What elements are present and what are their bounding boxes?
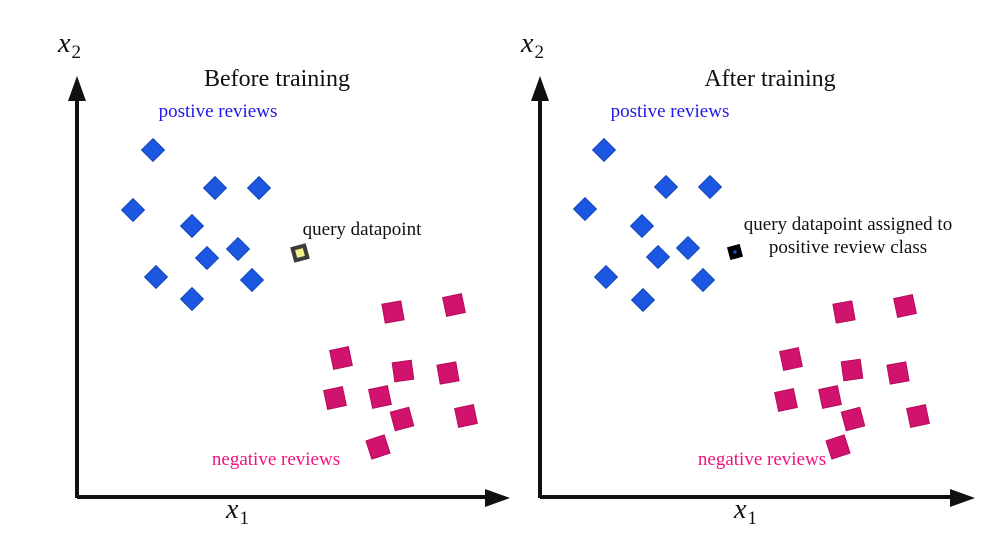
positive-point-marker	[593, 264, 619, 290]
negative-point-marker	[906, 404, 930, 428]
negative-point-marker	[840, 358, 864, 382]
x-axis-label-base: x	[734, 494, 747, 525]
query-label-line-2: positive review class	[768, 237, 928, 258]
y-axis-label: x2	[521, 28, 544, 63]
query-point-marker	[727, 244, 743, 260]
negative-point-marker	[893, 294, 917, 318]
y-axis-arrow-icon	[531, 76, 549, 101]
x-axis-label-base: x	[226, 494, 239, 525]
x-axis-line	[540, 495, 952, 499]
x-axis-label-subscript: 1	[239, 508, 249, 529]
y-axis-label-subscript: 2	[71, 42, 81, 63]
query-datapoint-label: query datapoint assigned to positive rev…	[744, 213, 952, 259]
panel-title: Before training	[204, 65, 350, 92]
positive-point-marker	[675, 235, 701, 261]
positive-cluster-label: postive reviews	[158, 101, 278, 122]
x-axis-label: x1	[226, 494, 249, 529]
y-axis-label: x2	[58, 28, 81, 63]
negative-point-marker	[774, 388, 798, 412]
x-axis-label: x1	[734, 494, 757, 529]
positive-point-marker	[572, 196, 598, 222]
x-axis-label-subscript: 1	[747, 508, 757, 529]
negative-point-marker	[818, 385, 842, 409]
y-axis-arrow-icon	[68, 76, 86, 101]
positive-point-marker	[630, 287, 656, 313]
negative-point-marker	[886, 361, 910, 385]
y-axis-label-base: x	[521, 28, 534, 59]
query-label-line-1: query datapoint	[302, 219, 422, 240]
negative-cluster-label: negative reviews	[211, 449, 341, 470]
x-axis-arrow-icon	[485, 488, 510, 507]
negative-point-marker	[779, 347, 803, 371]
positive-point-marker	[653, 174, 679, 200]
negative-point-marker	[825, 434, 851, 460]
query-label-line-1: query datapoint assigned to	[743, 214, 953, 235]
positive-point-marker	[690, 267, 716, 293]
positive-point-marker	[591, 137, 617, 163]
query-datapoint-label: query datapoint	[303, 218, 422, 241]
x-axis-line	[77, 495, 487, 499]
positive-point-marker	[697, 174, 723, 200]
negative-point-marker	[832, 300, 856, 324]
positive-point-marker	[645, 244, 671, 270]
positive-point-marker	[629, 213, 655, 239]
y-axis-line	[75, 96, 79, 498]
y-axis-label-base: x	[58, 28, 71, 59]
y-axis-label-subscript: 2	[534, 42, 544, 63]
panel-title: After training	[704, 65, 836, 92]
x-axis-arrow-icon	[950, 488, 975, 507]
negative-point-marker	[840, 406, 866, 432]
negative-cluster-label: negative reviews	[697, 449, 827, 470]
y-axis-line	[538, 96, 542, 498]
positive-cluster-label: postive reviews	[610, 101, 730, 122]
